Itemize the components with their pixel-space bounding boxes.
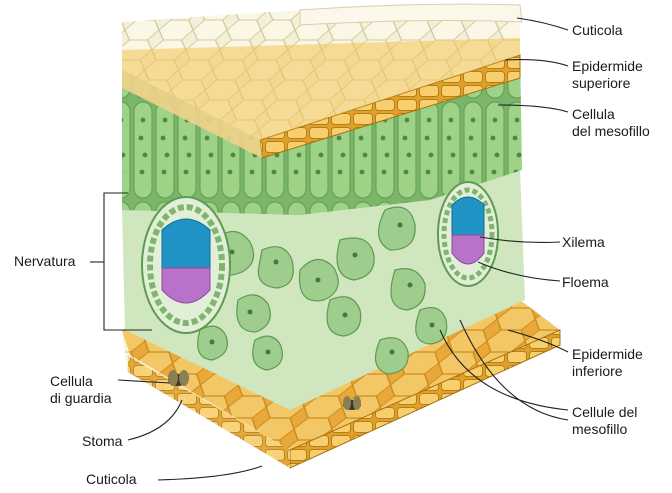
label-cellule-mesofillo: Cellule del mesofillo xyxy=(572,404,637,438)
label-cuticola-bottom-text: Cuticola xyxy=(86,471,137,488)
label-epidermide-inferiore-line2: inferiore xyxy=(572,363,643,380)
label-nervatura: Nervatura xyxy=(14,253,75,270)
label-xilema-text: Xilema xyxy=(562,234,605,251)
label-cellula-guardia-line2: di guardia xyxy=(50,390,112,407)
label-cellula-mesofillo: Cellula del mesofillo xyxy=(572,106,650,140)
label-epidermide-inferiore-line1: Epidermide xyxy=(572,346,643,363)
right-vascular-bundle xyxy=(438,182,498,286)
label-cellula-guardia: Cellula di guardia xyxy=(50,373,112,407)
label-floema: Floema xyxy=(562,274,609,291)
left-vascular-bundle xyxy=(142,197,230,333)
label-epidermide-superiore-line1: Epidermide xyxy=(572,58,643,75)
label-cuticola-top-text: Cuticola xyxy=(572,22,623,39)
label-epidermide-superiore: Epidermide superiore xyxy=(572,58,643,92)
label-cellula-guardia-line1: Cellula xyxy=(50,373,112,390)
label-stoma: Stoma xyxy=(82,433,122,450)
label-stoma-text: Stoma xyxy=(82,433,122,450)
label-cuticola-top: Cuticola xyxy=(572,22,623,39)
label-floema-text: Floema xyxy=(562,274,609,291)
label-cellule-mesofillo-line1: Cellule del xyxy=(572,404,637,421)
label-epidermide-superiore-line2: superiore xyxy=(572,75,643,92)
label-cellula-mesofillo-line1: Cellula xyxy=(572,106,650,123)
label-cellula-mesofillo-line2: del mesofillo xyxy=(572,123,650,140)
label-cellule-mesofillo-line2: mesofillo xyxy=(572,421,637,438)
label-cuticola-bottom: Cuticola xyxy=(86,471,137,488)
label-epidermide-inferiore: Epidermide inferiore xyxy=(572,346,643,380)
label-xilema: Xilema xyxy=(562,234,605,251)
label-nervatura-text: Nervatura xyxy=(14,253,75,270)
